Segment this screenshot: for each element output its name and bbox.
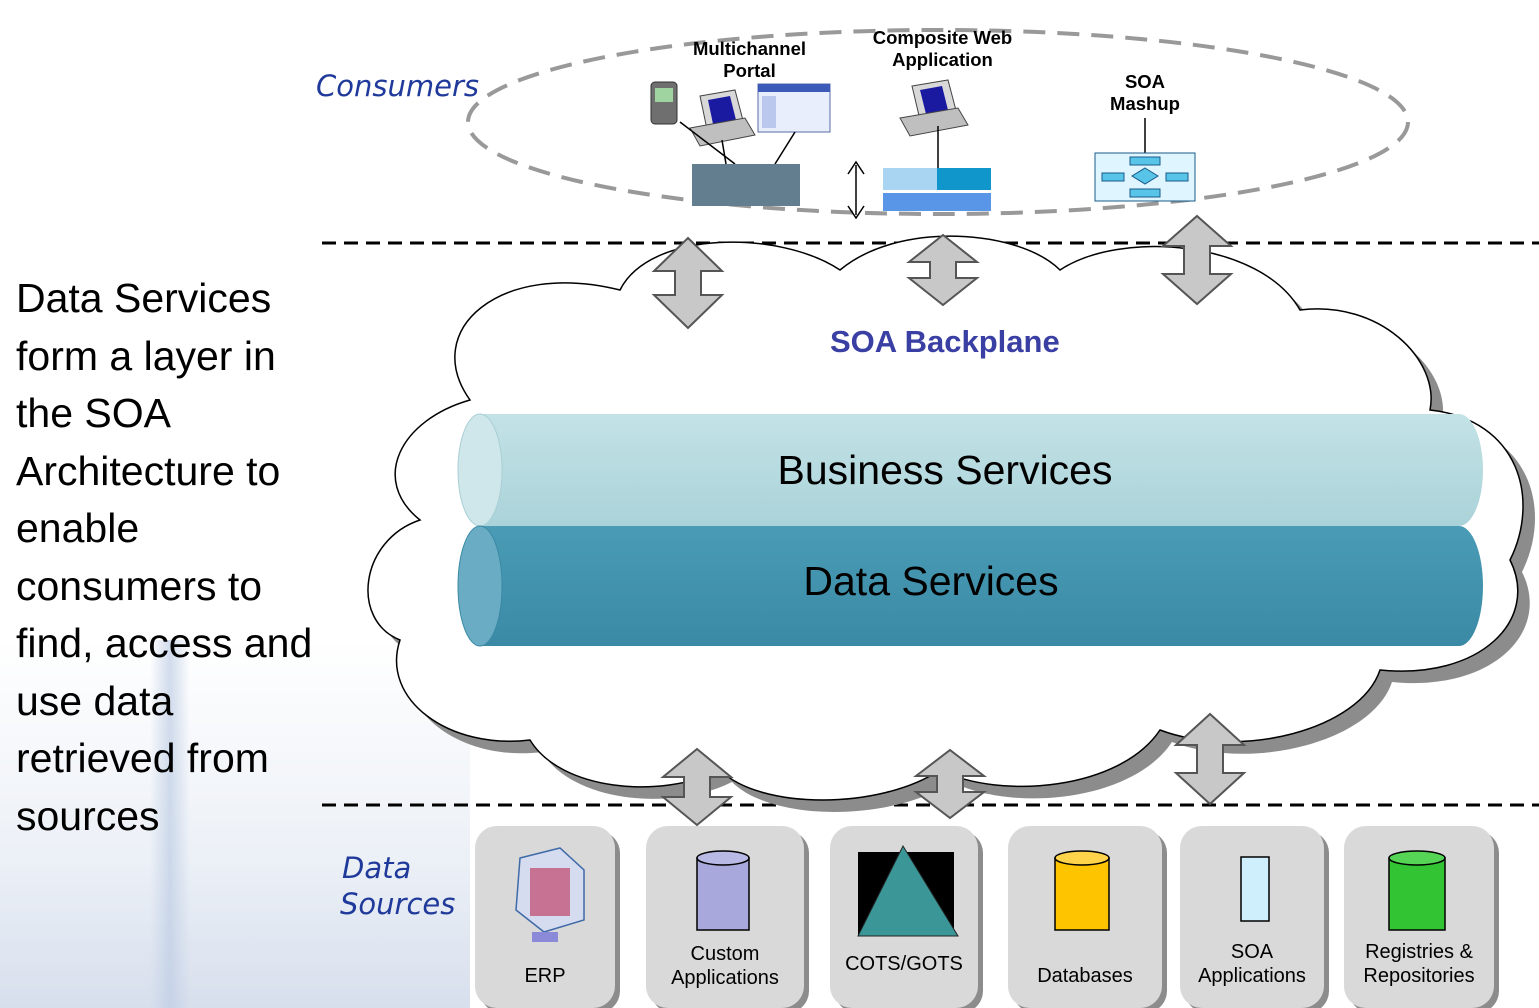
double-arrow-icon: [660, 747, 734, 827]
computer-icon: [899, 79, 969, 137]
source-databases: Databases: [1008, 826, 1162, 1008]
web-page-icon: [757, 83, 831, 133]
soa-mashup-graphic: [1094, 118, 1196, 202]
consumers-label: Consumers: [316, 69, 479, 103]
double-arrow-icon: [913, 748, 987, 820]
mobile-phone-icon: [650, 81, 678, 125]
multichannel-portal-graphic: [650, 81, 831, 206]
double-arrow-icon: [906, 233, 980, 307]
multichannel-portal-label: Multichannel Portal: [692, 38, 807, 81]
composite-web-app-graphic: [847, 79, 991, 220]
source-registries-repositories: Registries & Repositories: [1344, 826, 1494, 1008]
portal-server-box: [692, 164, 800, 206]
soa-backplane-cloud: [367, 235, 1524, 801]
source-soa-applications: SOA Applications: [1180, 826, 1324, 1008]
data-services-band: [457, 525, 1483, 647]
business-services-label: Business Services: [778, 447, 1113, 493]
source-custom-applications: Custom Applications: [646, 826, 804, 1008]
source-erp: ERP: [475, 826, 615, 1008]
soa-backplane-label: SOA Backplane: [830, 324, 1060, 359]
data-sources-label-line1: Data: [342, 851, 412, 885]
double-arrow-icon: [1173, 712, 1247, 806]
flowchart-icon: [1094, 152, 1196, 202]
data-sources-label-line2: Sources: [340, 887, 456, 921]
double-arrow-icon: [651, 236, 725, 330]
source-cots-gots: COTS/GOTS: [830, 826, 978, 1008]
business-services-band: [457, 413, 1483, 527]
description-text: Data Services form a layer in the SOA Ar…: [16, 275, 313, 839]
computer-icon: [689, 89, 756, 147]
data-services-label: Data Services: [803, 558, 1058, 604]
composite-web-app-label: Composite Web Application: [872, 27, 1013, 70]
soa-mashup-label: SOA Mashup: [1110, 71, 1180, 114]
up-down-arrow-icon: [847, 160, 865, 220]
double-arrow-icon: [1160, 214, 1234, 306]
